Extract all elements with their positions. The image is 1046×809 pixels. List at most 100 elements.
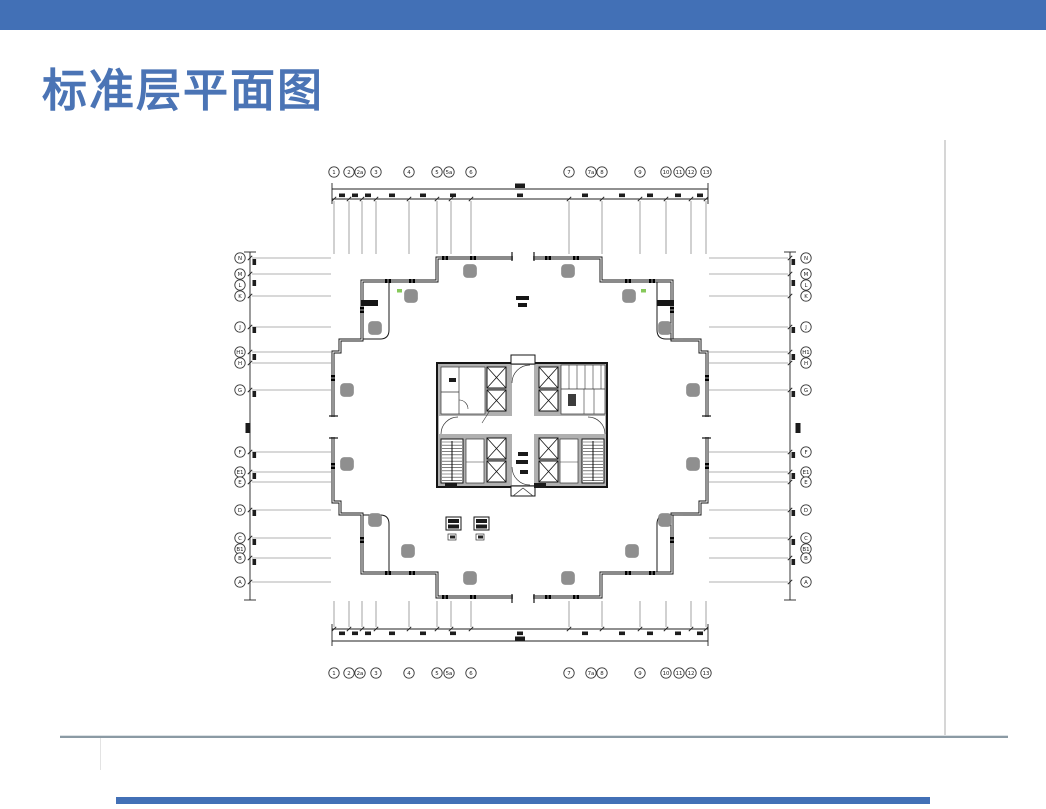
grid-bubble-label: 12 xyxy=(688,170,695,176)
core-label-marks xyxy=(445,378,546,488)
column-block xyxy=(561,571,575,585)
elevator-box xyxy=(538,460,559,483)
grid-bubble-label: 7 xyxy=(567,671,570,677)
grid-bubble: F xyxy=(234,446,246,458)
grid-bubble-label: 10 xyxy=(663,170,670,176)
grid-bubble-label: M xyxy=(238,272,243,278)
room-label-marks xyxy=(361,296,674,307)
grid-bubble-label: 2a xyxy=(357,170,364,176)
grid-bubble-label: N xyxy=(238,256,242,262)
footer-left-stub-line xyxy=(100,737,101,770)
slide-bottom-accent-rule xyxy=(116,797,930,804)
column-block xyxy=(686,383,700,397)
column-block xyxy=(686,457,700,471)
grid-bubble: E1 xyxy=(800,466,812,478)
grid-bubble: 5 xyxy=(431,667,443,679)
grid-bubble: 3 xyxy=(370,667,382,679)
grid-bubble-label: 3 xyxy=(374,671,377,677)
column-block xyxy=(401,544,415,558)
grid-bubble-label: G xyxy=(804,388,808,394)
grid-bubble-label: F xyxy=(804,450,807,456)
green-markers xyxy=(397,289,646,293)
corridor-vertical xyxy=(512,365,534,485)
grid-bubble: 7a xyxy=(585,166,597,178)
grid-bubble-label: H1 xyxy=(802,350,809,356)
grid-bubble-label: 9 xyxy=(638,170,642,176)
grid-bubble-label: 6 xyxy=(469,170,473,176)
column-block xyxy=(368,321,382,335)
grid-bubble: 11 xyxy=(673,166,685,178)
grid-bubble: C xyxy=(234,532,246,544)
grid-bubble-label: L xyxy=(238,283,241,289)
grid-bubble-label: K xyxy=(238,294,242,300)
stair-well xyxy=(440,438,464,484)
grid-bubble: 11 xyxy=(673,667,685,679)
shaft-boxes xyxy=(445,516,490,541)
grid-bubble-label: C xyxy=(804,536,808,542)
grid-bubble-label: 11 xyxy=(676,671,683,677)
elevator-box xyxy=(538,437,559,460)
column-block xyxy=(368,513,382,527)
entrance-openings xyxy=(329,252,711,603)
column-block xyxy=(625,544,639,558)
grid-bubble: E xyxy=(234,476,246,488)
core-toilets-top-right xyxy=(560,364,606,415)
grid-bubble-label: 7a xyxy=(588,170,595,176)
stair-well xyxy=(581,438,605,484)
grid-bubble: 10 xyxy=(660,667,672,679)
elevator-box xyxy=(486,366,507,389)
grid-bubble-label: M xyxy=(804,272,809,278)
grid-bubble-label: 7a xyxy=(588,671,595,677)
grid-bubble-label: 8 xyxy=(600,170,604,176)
grid-bubble-label: 5a xyxy=(446,170,453,176)
elevator-box xyxy=(486,460,507,483)
grid-bubble-label: J xyxy=(238,325,241,331)
wall-window-marks xyxy=(331,256,709,599)
grid-bubble-label: B xyxy=(238,556,242,562)
grid-bubble-label: F xyxy=(238,450,241,456)
column-block xyxy=(658,513,672,527)
grid-bubble: H1 xyxy=(234,346,246,358)
column-block xyxy=(658,321,672,335)
grid-bubble: B1 xyxy=(234,543,246,555)
column-block xyxy=(404,289,418,303)
grid-bubble-label: 2 xyxy=(347,170,350,176)
grid-bubble: 2 xyxy=(343,166,355,178)
grid-bubble: 5a xyxy=(443,667,455,679)
elevator-shafts xyxy=(486,366,559,483)
grid-bubble-label: H xyxy=(804,361,808,367)
grid-bubble: 2 xyxy=(343,667,355,679)
grid-bubble: 1 xyxy=(328,166,340,178)
column-block xyxy=(340,457,354,471)
grid-bubble-label: 2a xyxy=(357,671,364,677)
image-right-border-line xyxy=(944,140,946,736)
grid-bubble-label: 9 xyxy=(638,671,642,677)
elevator-box xyxy=(538,389,559,412)
column-block xyxy=(561,264,575,278)
grid-bubble: 4 xyxy=(403,166,415,178)
grid-bubble: 13 xyxy=(700,667,712,679)
grid-tick-marks xyxy=(247,196,793,632)
grid-bubble-label: A xyxy=(804,580,808,586)
grid-bubble-label: 6 xyxy=(469,671,473,677)
grid-bubble: B xyxy=(800,552,812,564)
grid-bubble: E xyxy=(800,476,812,488)
grid-bubble-label: 2 xyxy=(347,671,350,677)
grid-bubble: 2a xyxy=(354,667,366,679)
stair-wells xyxy=(440,438,605,484)
grid-bubble-label: H1 xyxy=(236,350,243,356)
grid-bubble-label: 13 xyxy=(703,671,710,677)
grid-bubble-label: E xyxy=(804,480,808,486)
grid-bubble-label: 5 xyxy=(435,170,438,176)
grid-bubble: 7a xyxy=(585,667,597,679)
grid-bubble-label: 5 xyxy=(435,671,438,677)
grid-bubble: L xyxy=(800,279,812,291)
grid-bubble: 8 xyxy=(596,667,608,679)
core-vestibules xyxy=(510,354,536,497)
grid-bubble-label: B1 xyxy=(236,547,243,553)
elevator-box xyxy=(486,389,507,412)
grid-bubble: 13 xyxy=(700,166,712,178)
grid-bubble: 12 xyxy=(685,166,697,178)
